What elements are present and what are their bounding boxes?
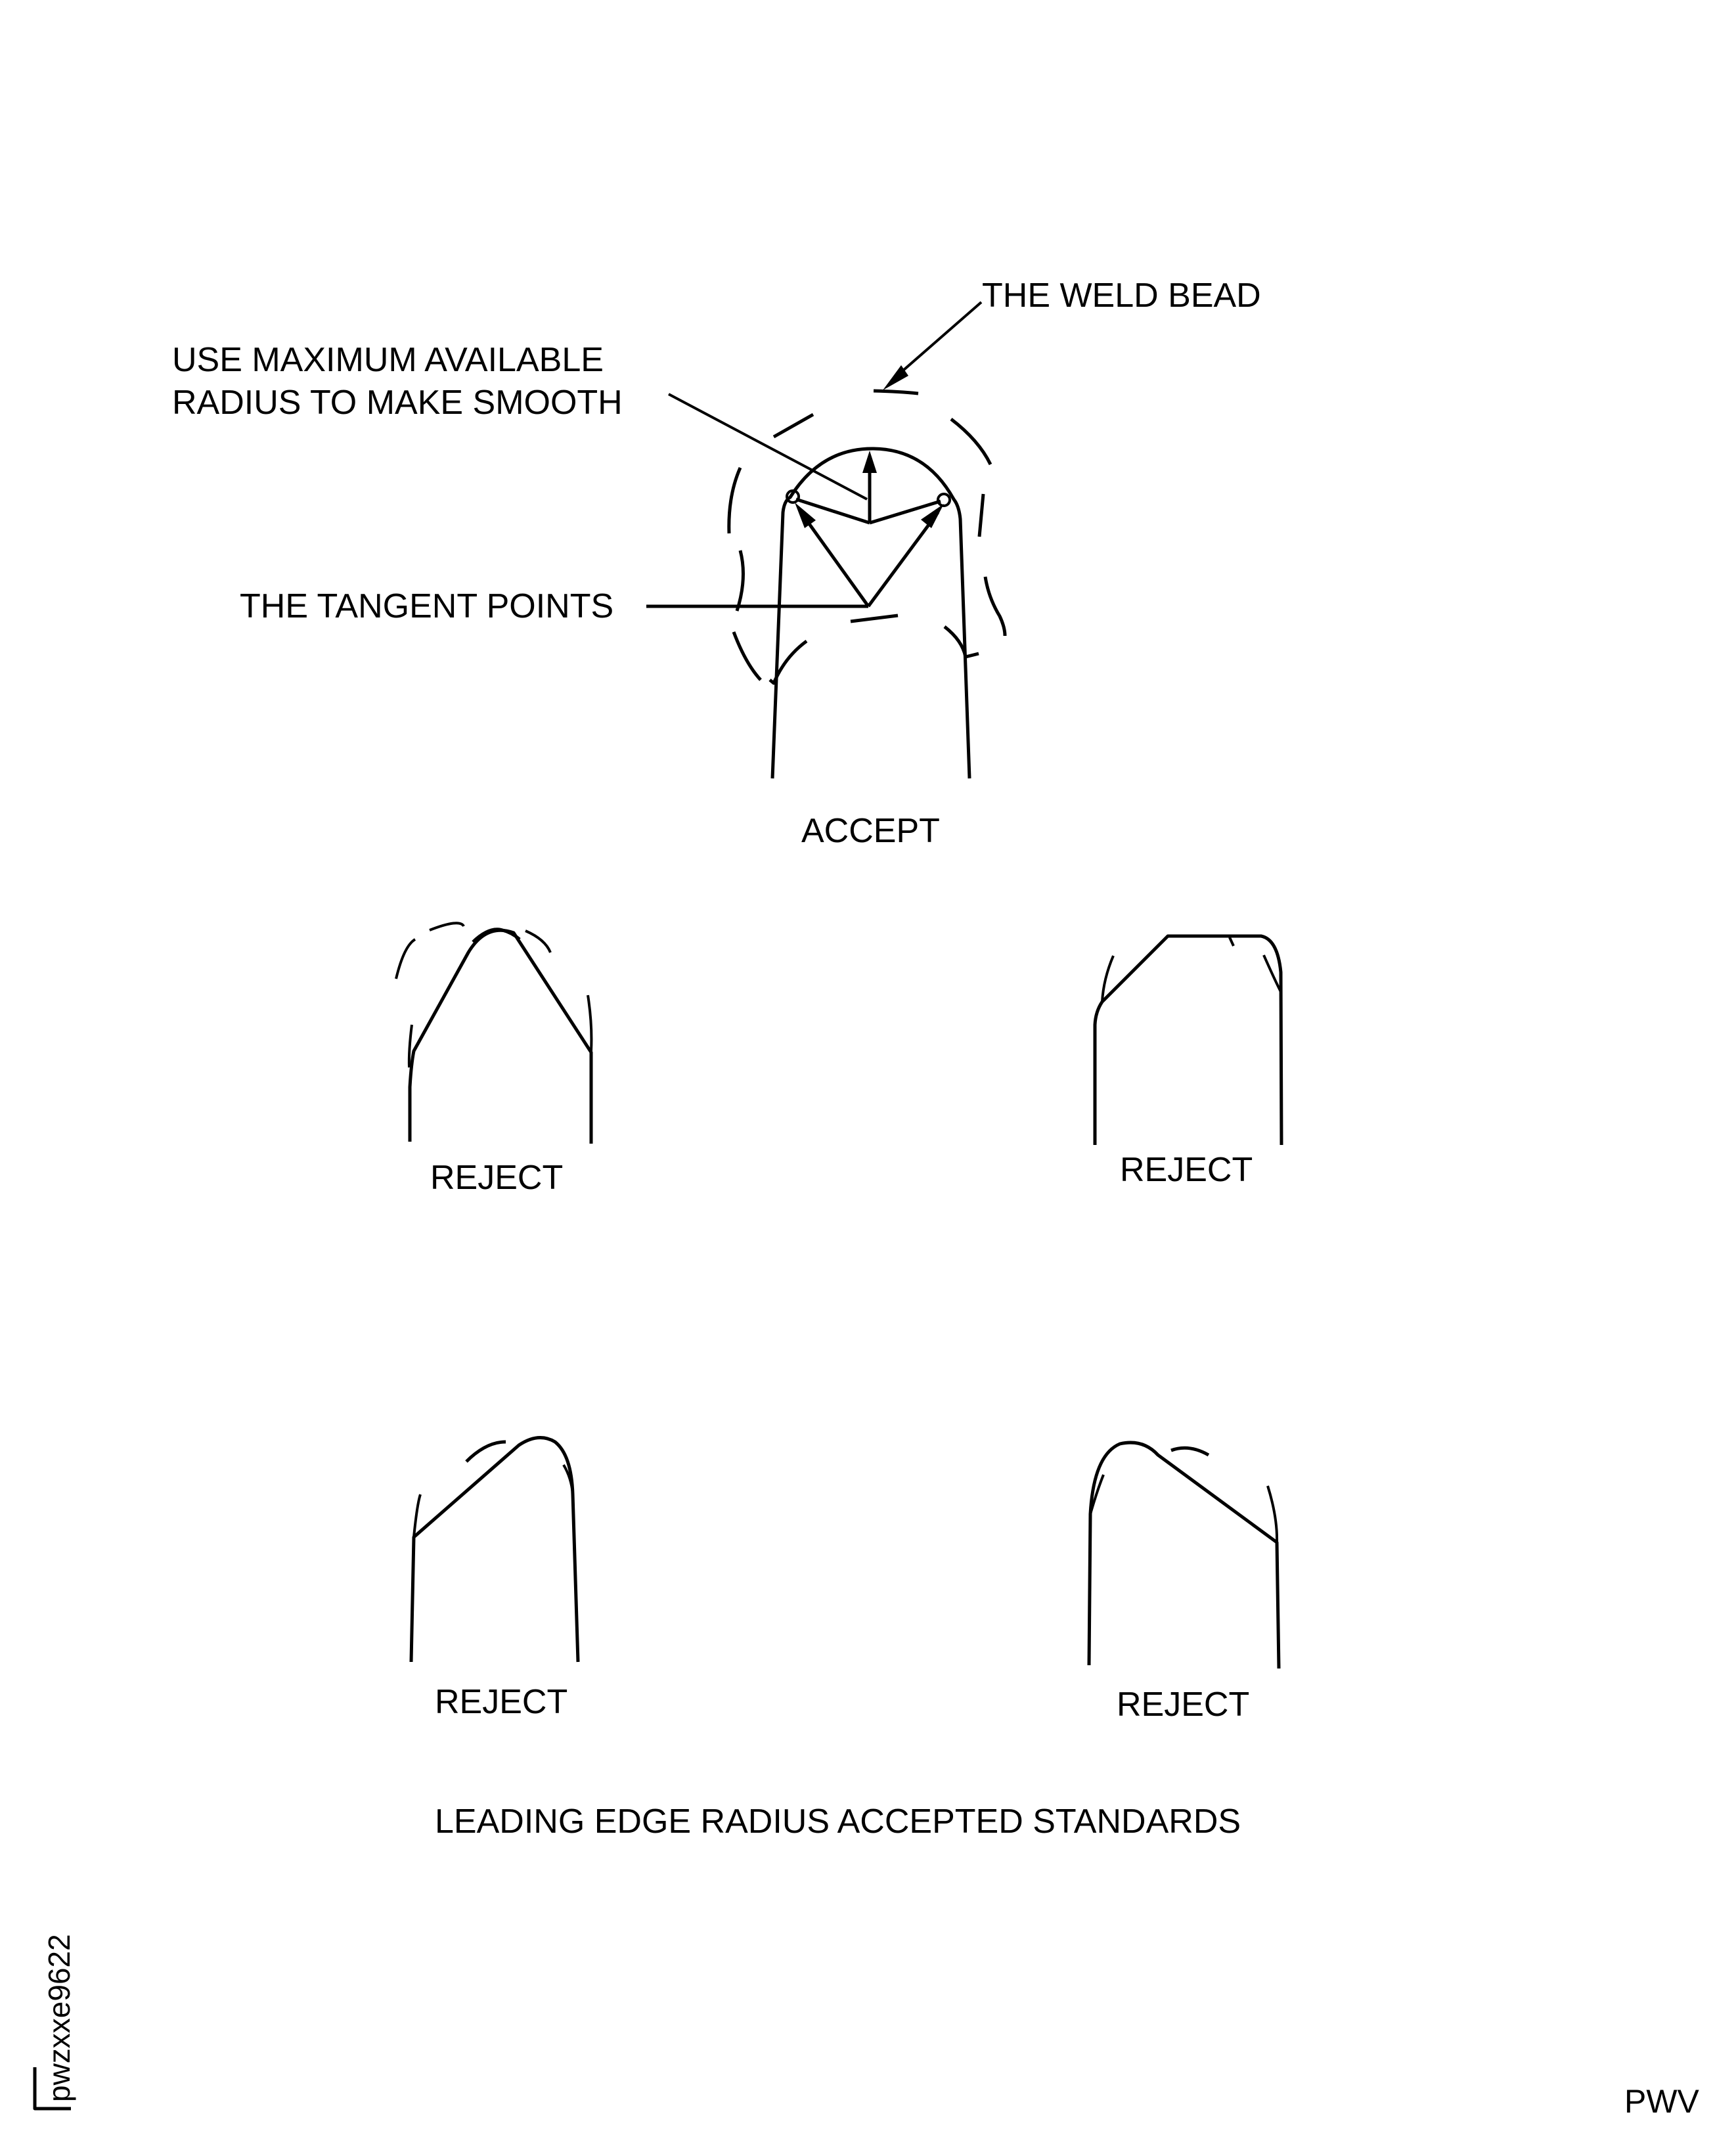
- reject-br-profile: [1087, 1441, 1281, 1669]
- reject-bl-profile: [409, 1436, 580, 1663]
- weld-bead-dashed-outline: [727, 389, 1007, 685]
- tangent-point-left-icon: [786, 489, 800, 504]
- reject-mr-profile: [1093, 934, 1283, 1146]
- weld-bead-leader: [892, 301, 983, 380]
- figure-title: LEADING EDGE RADIUS ACCEPTED STANDARDS: [435, 1803, 1241, 1841]
- reject-label-bottom-left: REJECT: [435, 1683, 568, 1721]
- figure-id-block: pwzxxe9622: [33, 1934, 76, 2111]
- tangent-leader-left: [798, 510, 870, 608]
- reject-label-middle-left: REJECT: [430, 1159, 563, 1197]
- tangent-point-right-icon: [937, 493, 951, 507]
- max-radius-leader: [668, 393, 868, 501]
- reject-diagram-bottom-left: [409, 1436, 580, 1663]
- max-radius-label-line1: USE MAXIMUM AVAILABLE: [172, 341, 604, 379]
- accept-label: ACCEPT: [801, 812, 940, 850]
- radius-line-left: [795, 497, 870, 525]
- reject-diagram-middle-right: [1093, 934, 1283, 1146]
- reject-label-bottom-right: REJECT: [1117, 1686, 1249, 1724]
- arrowhead-weld-bead-icon: [883, 365, 908, 390]
- weld-bead-label: THE WELD BEAD: [982, 277, 1261, 315]
- figure-id-label: pwzxxe9622: [42, 1934, 76, 2102]
- corner-code-label: PWV: [1624, 2083, 1700, 2120]
- tangent-leader-right: [866, 511, 940, 608]
- tangent-points-label: THE TANGENT POINTS: [240, 587, 613, 625]
- radius-line-right: [869, 499, 941, 525]
- arrowhead-tangent-right-icon: [921, 504, 944, 528]
- max-radius-label-line2: RADIUS TO MAKE SMOOTH: [172, 384, 623, 422]
- reject-ml-profile: [408, 928, 593, 1144]
- arrowhead-tangent-left-icon: [795, 503, 816, 528]
- reject-diagram-bottom-right: [1087, 1441, 1281, 1669]
- arrowhead-up-icon: [862, 451, 877, 473]
- reject-diagram-middle-left: [395, 922, 593, 1144]
- reject-label-middle-right: REJECT: [1120, 1151, 1253, 1189]
- accept-diagram: [646, 301, 1007, 779]
